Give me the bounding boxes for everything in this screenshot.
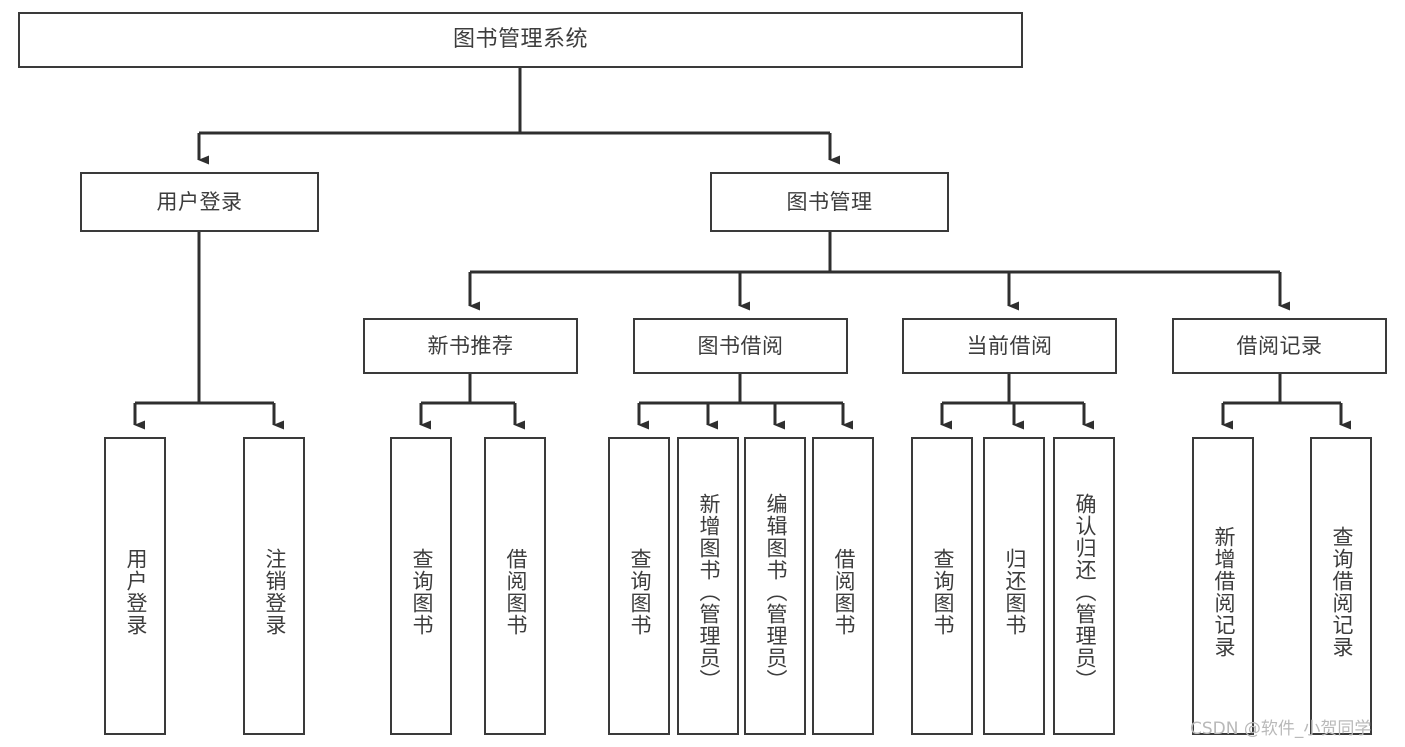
node-leaf-borrow-book-2[interactable]: 借阅图书	[812, 437, 874, 735]
node-leaf-user-login[interactable]: 用户登录	[104, 437, 166, 735]
node-label: 归还图书	[1002, 548, 1027, 636]
node-label: 图书管理	[786, 189, 873, 214]
node-label: 用户登录	[123, 548, 148, 636]
node-label: 图书借阅	[697, 333, 784, 358]
node-label: 查询图书	[930, 548, 955, 636]
node-leaf-confirm-return-admin[interactable]: 确认归还（管理员）	[1053, 437, 1115, 735]
node-leaf-query-borrow-record[interactable]: 查询借阅记录	[1310, 437, 1372, 735]
node-root-system[interactable]: 图书管理系统	[18, 12, 1023, 68]
node-book-manage[interactable]: 图书管理	[710, 172, 949, 232]
node-label: 当前借阅	[966, 333, 1053, 358]
node-new-book-recommend[interactable]: 新书推荐	[363, 318, 578, 374]
node-borrow-record[interactable]: 借阅记录	[1172, 318, 1387, 374]
node-leaf-edit-book-admin[interactable]: 编辑图书（管理员）	[744, 437, 806, 735]
node-leaf-add-book-admin[interactable]: 新增图书（管理员）	[677, 437, 739, 735]
node-label: 新增图书（管理员）	[696, 493, 721, 691]
node-label: 借阅图书	[503, 548, 528, 636]
node-label: 注销登录	[262, 548, 287, 636]
node-leaf-borrow-book-1[interactable]: 借阅图书	[484, 437, 546, 735]
node-leaf-query-book-2[interactable]: 查询图书	[608, 437, 670, 735]
node-leaf-query-book-1[interactable]: 查询图书	[390, 437, 452, 735]
node-leaf-return-book[interactable]: 归还图书	[983, 437, 1045, 735]
node-label: 编辑图书（管理员）	[763, 493, 788, 691]
node-current-borrow[interactable]: 当前借阅	[902, 318, 1117, 374]
node-label: 新书推荐	[427, 333, 514, 358]
node-leaf-query-book-3[interactable]: 查询图书	[911, 437, 973, 735]
node-label: 用户登录	[156, 189, 243, 214]
node-label: 借阅记录	[1236, 333, 1323, 358]
node-leaf-add-borrow-record[interactable]: 新增借阅记录	[1192, 437, 1254, 735]
node-label: 查询图书	[627, 548, 652, 636]
node-label: 查询借阅记录	[1329, 526, 1354, 658]
node-label: 查询图书	[409, 548, 434, 636]
node-label: 新增借阅记录	[1211, 526, 1236, 658]
node-leaf-logout-login[interactable]: 注销登录	[243, 437, 305, 735]
node-user-login[interactable]: 用户登录	[80, 172, 319, 232]
node-label: 确认归还（管理员）	[1072, 493, 1097, 691]
node-book-borrow[interactable]: 图书借阅	[633, 318, 848, 374]
node-label: 借阅图书	[831, 548, 856, 636]
watermark: CSDN @软件_小贺同学	[1190, 719, 1372, 739]
node-label: 图书管理系统	[452, 27, 588, 53]
